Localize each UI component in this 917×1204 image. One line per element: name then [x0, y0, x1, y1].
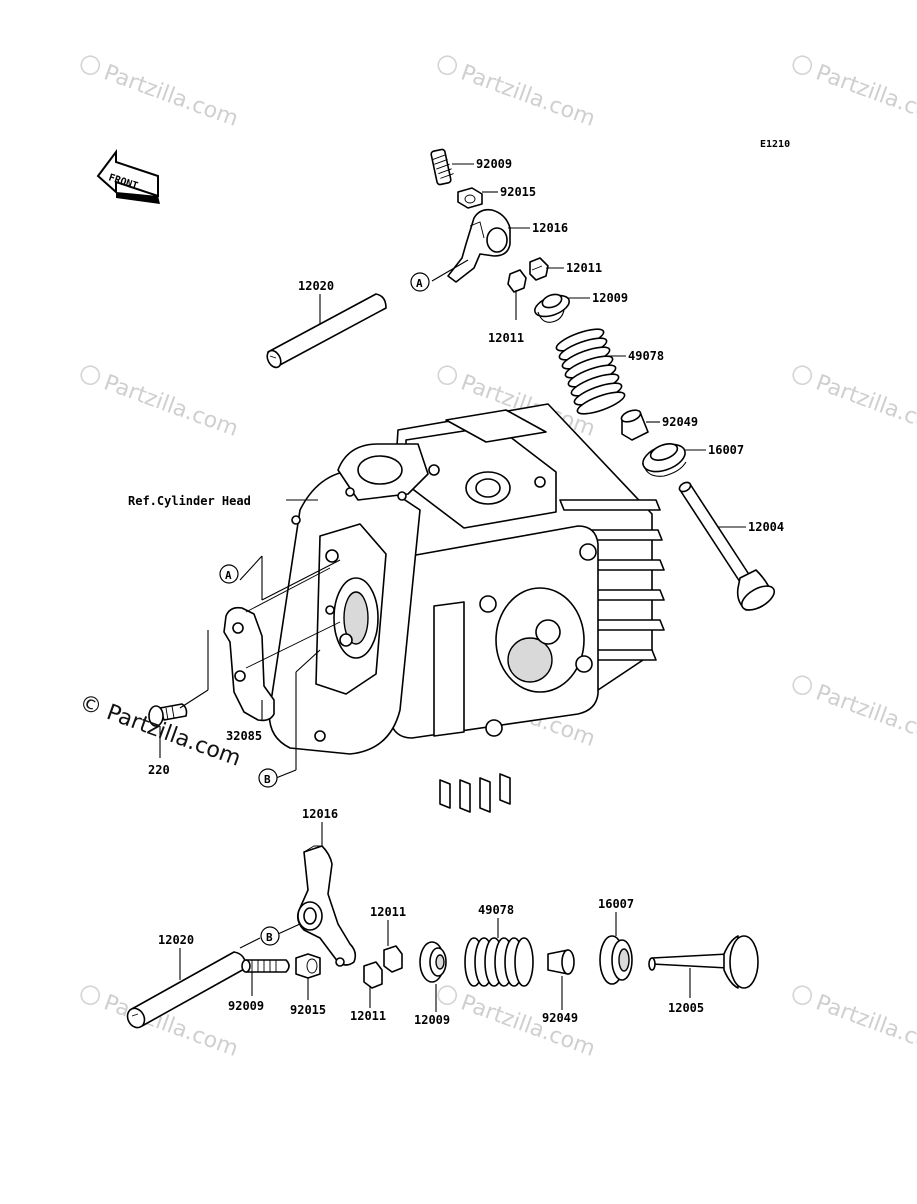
marker-a-side: A — [219, 564, 239, 584]
marker-b-side: B — [258, 768, 278, 788]
svg-text:Partzilla.com: Partzilla.com — [813, 370, 917, 442]
part-12009-bottom-retainer — [419, 941, 447, 983]
watermark-2: Partzilla.com — [437, 55, 599, 132]
watermark-8: Partzilla.com — [792, 675, 917, 752]
part-12011-bottom-collet-a — [383, 945, 403, 973]
label-49078-top: 49078 — [628, 349, 664, 363]
top-leader-lines — [319, 163, 746, 528]
label-12004-top: 12004 — [748, 520, 784, 534]
svg-text:Partzilla.com: Partzilla.com — [813, 680, 917, 752]
part-49078-top-spring — [555, 328, 626, 415]
ref-cylinder-head-label: Ref.Cylinder Head — [128, 494, 251, 508]
label-32085: 32085 — [226, 729, 262, 743]
svg-text:A: A — [225, 569, 232, 582]
watermark-main: © Partzilla.com — [76, 690, 244, 772]
part-92009-bottom-screw — [241, 959, 290, 973]
label-92049-top: 92049 — [662, 415, 698, 429]
label-12016-bottom: 12016 — [302, 807, 338, 821]
label-12009-bottom: 12009 — [414, 1013, 450, 1027]
part-220-bolt — [148, 703, 188, 727]
part-92009-top-screw — [430, 148, 454, 186]
part-16007-bottom-seat — [599, 935, 633, 985]
label-12020-top: 12020 — [298, 279, 334, 293]
part-12011-top-collet-a — [529, 257, 549, 281]
watermark-11: Partzilla.com — [792, 985, 917, 1062]
svg-text:B: B — [266, 931, 273, 944]
part-12016-top-rocker-arm — [447, 208, 511, 283]
middle-part-labels: 32085 220 — [148, 729, 262, 777]
label-92015-top: 92015 — [500, 185, 536, 199]
part-16007-top-seat — [642, 443, 687, 477]
label-12011-top-b: 12011 — [488, 331, 524, 345]
watermark-6: Partzilla.com — [792, 365, 917, 442]
svg-text:Partzilla.com: Partzilla.com — [458, 990, 599, 1062]
part-92049-top-seal — [620, 409, 649, 441]
label-12011-bottom-a: 12011 — [370, 905, 406, 919]
part-12020-top-shaft — [266, 293, 387, 369]
label-16007-bottom: 16007 — [598, 897, 634, 911]
label-12016-top: 12016 — [532, 221, 568, 235]
front-arrow-icon: FRONT — [96, 149, 160, 204]
part-32085-plate — [223, 606, 275, 722]
label-92009-top: 92009 — [476, 157, 512, 171]
part-12016-bottom-rocker-arm — [296, 845, 357, 967]
part-49078-bottom-spring — [464, 937, 534, 987]
label-92015-bottom: 92015 — [290, 1003, 326, 1017]
svg-text:© Partzilla.com: © Partzilla.com — [76, 690, 244, 772]
label-12009-top: 12009 — [592, 291, 628, 305]
watermark-1: Partzilla.com — [80, 55, 242, 132]
label-16007-top: 16007 — [708, 443, 744, 457]
label-92049-bottom: 92049 — [542, 1011, 578, 1025]
svg-text:B: B — [264, 773, 271, 786]
bottom-part-labels: 12016 12020 92009 92015 12011 12011 1200… — [158, 807, 704, 1027]
top-part-labels: 92009 92015 12016 12011 12011 12009 4907… — [298, 157, 784, 534]
marker-a-top: A — [410, 272, 430, 292]
bottom-leader-lines — [179, 822, 691, 1012]
part-92015-bottom-nut — [295, 953, 321, 979]
part-92015-top-nut — [457, 187, 483, 209]
label-12011-bottom-b: 12011 — [350, 1009, 386, 1023]
part-92049-bottom-seal — [547, 949, 575, 975]
cylinder-head — [268, 403, 665, 813]
part-12011-bottom-collet-b — [363, 961, 383, 989]
label-220: 220 — [148, 763, 170, 777]
marker-b-bottom: B — [260, 926, 280, 946]
label-49078-bottom: 49078 — [478, 903, 514, 917]
svg-text:Partzilla.com: Partzilla.com — [813, 990, 917, 1062]
part-12004-top-valve — [678, 481, 776, 611]
middle-leader-lines — [159, 555, 341, 779]
watermark-4: Partzilla.com — [80, 365, 242, 442]
diagram-code: E1210 — [760, 139, 790, 150]
part-12011-top-collet-b — [507, 269, 527, 293]
part-12009-top-retainer — [534, 293, 570, 323]
label-12005-bottom: 12005 — [668, 1001, 704, 1015]
svg-text:Partzilla.com: Partzilla.com — [458, 60, 599, 132]
part-12005-bottom-valve — [648, 935, 759, 989]
svg-text:Partzilla.com: Partzilla.com — [101, 60, 242, 132]
label-92009-bottom: 92009 — [228, 999, 264, 1013]
svg-text:A: A — [416, 277, 423, 290]
svg-text:Partzilla.com: Partzilla.com — [813, 60, 917, 132]
svg-text:Partzilla.com: Partzilla.com — [101, 370, 242, 442]
label-12011-top-a: 12011 — [566, 261, 602, 275]
label-12020-bottom: 12020 — [158, 933, 194, 947]
watermark-3: Partzilla.com — [792, 55, 917, 132]
